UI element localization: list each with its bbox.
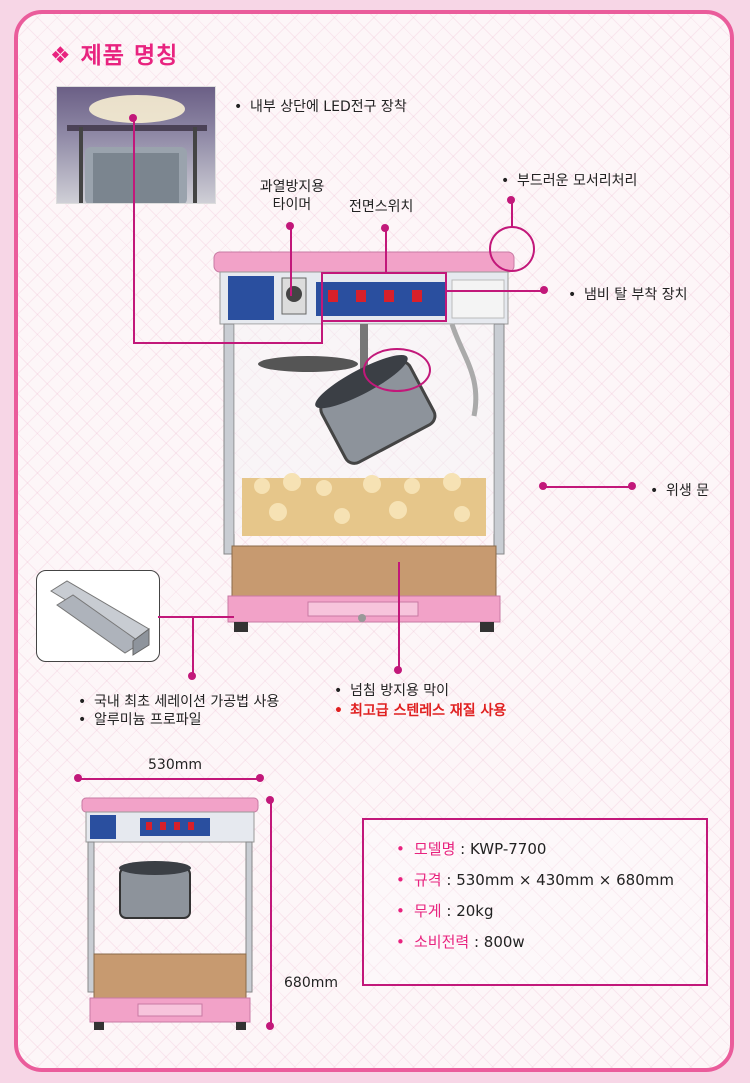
door-label: •위생 문 <box>650 483 710 499</box>
door-callout-line <box>542 486 632 488</box>
height-dimension-line <box>270 800 272 1026</box>
spec-row-power: •소비전력 : 800w <box>396 933 525 951</box>
width-dimension-dot-left <box>74 774 82 782</box>
switch-label: 전면스위치 <box>349 199 414 215</box>
corner-callout-line <box>511 200 513 228</box>
kettle-callout-dot <box>540 286 548 294</box>
corner-label: •부드러운 모서리처리 <box>501 173 638 189</box>
height-dimension-dot-top <box>266 796 274 804</box>
timer-label: 과열방지용 타이머 <box>259 179 325 213</box>
spec-row-model: •모델명 : KWP-7700 <box>396 840 547 858</box>
profile-callout-horizontal <box>158 616 234 618</box>
aluminum-profile-illustration <box>50 580 150 656</box>
timer-callout-line <box>290 226 292 296</box>
timer-callout-dot <box>286 222 294 230</box>
door-callout-dot-right <box>628 482 636 490</box>
led-callout-vertical <box>133 118 135 344</box>
corner-highlight-ring <box>489 226 535 272</box>
switch-highlight-box <box>321 272 447 322</box>
switch-callout-line <box>385 228 387 272</box>
corner-callout-dot <box>507 196 515 204</box>
led-inset-illustration <box>67 95 207 203</box>
overflow-label: •넘침 방지용 막이 •최고급 스텐레스 재질 사용 <box>334 683 507 719</box>
led-label: •내부 상단에 LED전구 장착 <box>234 99 407 115</box>
door-callout-dot-left <box>539 482 547 490</box>
led-callout-dot <box>129 114 137 122</box>
led-callout-riser <box>321 306 323 344</box>
popcorn-machine-illustration <box>213 251 515 632</box>
spec-row-size: •규격 : 530mm × 430mm × 680mm <box>396 871 674 889</box>
popcorn-machine-small-illustration <box>81 797 259 1030</box>
switch-callout-dot <box>381 224 389 232</box>
overflow-callout-dot <box>394 666 402 674</box>
kettle-callout-line <box>447 290 543 292</box>
profile-callout-dot <box>188 672 196 680</box>
overflow-callout-line <box>398 562 400 668</box>
kettle-label: •냄비 탈 부착 장치 <box>568 287 688 303</box>
profile-label: •국내 최초 세레이션 가공법 사용 •알루미늄 프로파일 <box>78 694 280 728</box>
width-dimension-line <box>78 778 260 780</box>
spec-box: •모델명 : KWP-7700 •규격 : 530mm × 430mm × 68… <box>362 818 708 986</box>
height-dimension-label: 680mm <box>284 975 338 991</box>
kettle-highlight-ring <box>363 348 431 392</box>
profile-photo <box>36 570 160 662</box>
profile-callout-vertical <box>192 616 194 676</box>
width-dimension-label: 530mm <box>148 757 202 773</box>
led-callout-horizontal <box>133 342 323 344</box>
section-title: ❖ 제품 명칭 <box>50 43 179 69</box>
height-dimension-dot-bottom <box>266 1022 274 1030</box>
width-dimension-dot-right <box>256 774 264 782</box>
spec-row-weight: •무게 : 20kg <box>396 902 494 920</box>
led-inset-photo <box>56 86 216 204</box>
